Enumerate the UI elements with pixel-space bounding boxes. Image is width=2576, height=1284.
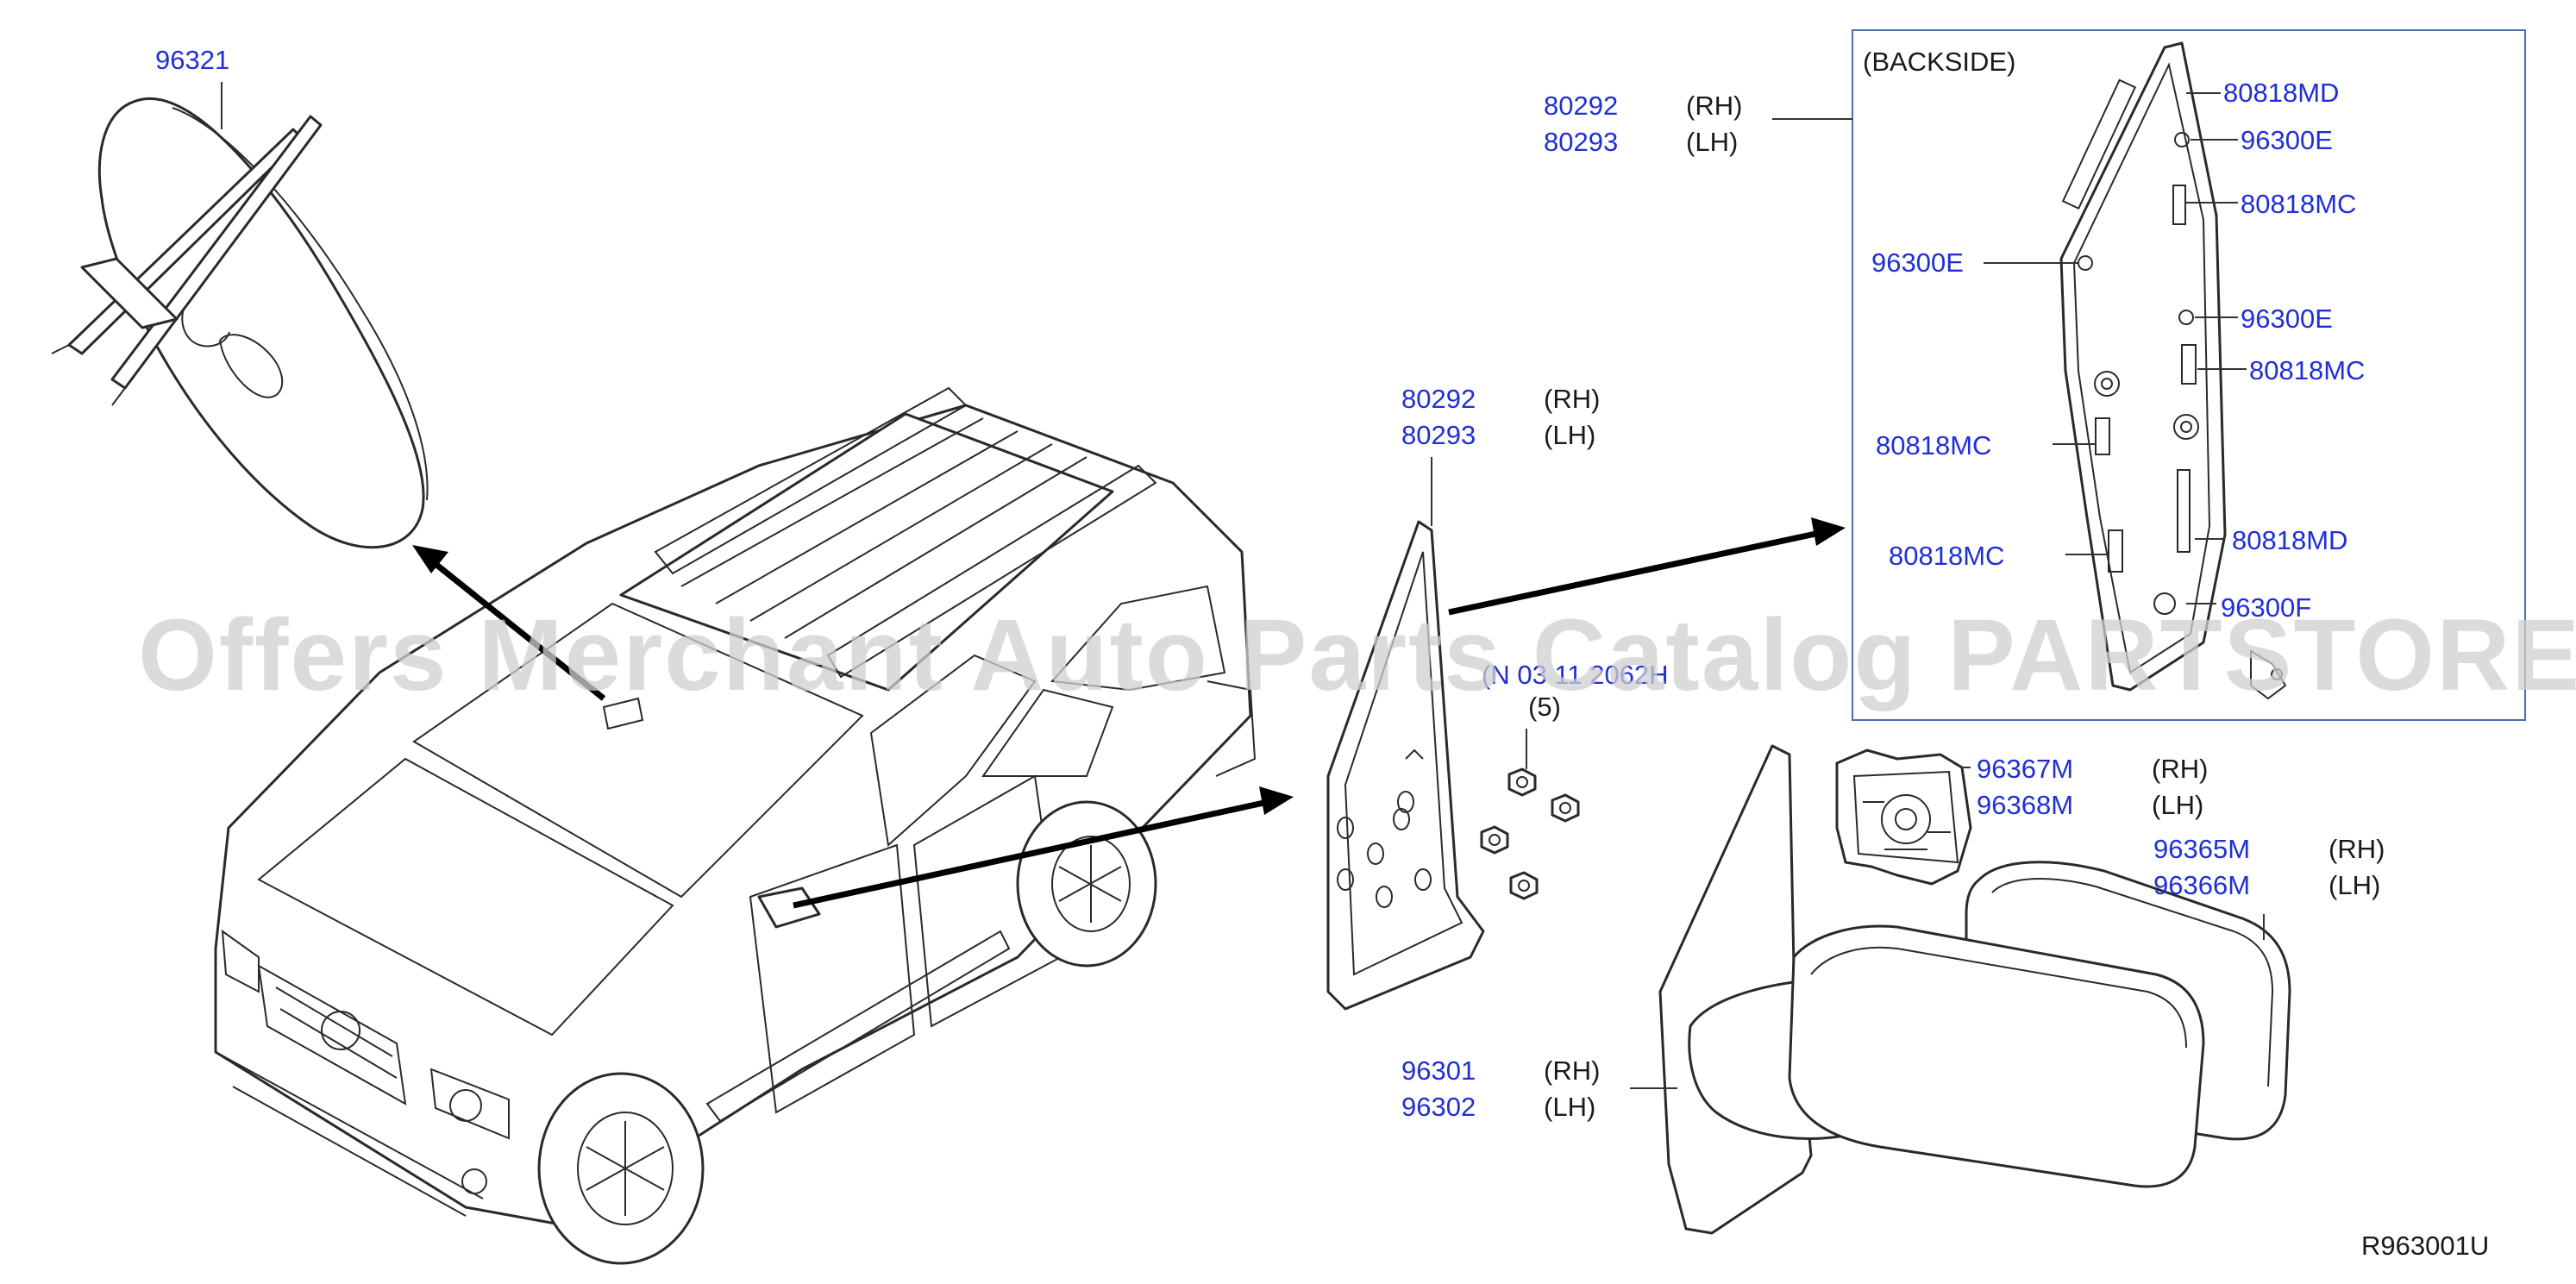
label-lh-mirror: (LH) bbox=[1544, 1092, 1595, 1122]
qty-label: (5) bbox=[1528, 692, 1561, 722]
label-80293-top: 80293 bbox=[1544, 127, 1618, 157]
label-lh-mid: (LH) bbox=[1544, 420, 1595, 450]
interior-mirror-96321 bbox=[51, 97, 429, 549]
label-80293-mid: 80293 bbox=[1401, 420, 1476, 450]
label-80292-top: 80292 bbox=[1544, 91, 1618, 121]
label-lh-top: (LH) bbox=[1686, 127, 1738, 157]
backside-label: (BACKSIDE) bbox=[1863, 47, 2015, 77]
label-80818mc-2: 80818MC bbox=[2249, 355, 2365, 385]
watermark: Offers Merchant Auto Parts Catalog PARTS… bbox=[138, 598, 2576, 712]
mirror-bracket-80292 bbox=[1326, 520, 1485, 1011]
backside-detail-box bbox=[1852, 29, 2526, 721]
label-lh-cover: (LH) bbox=[2328, 870, 2380, 900]
label-96300e-1: 96300E bbox=[2241, 125, 2333, 155]
vehicle-illustration bbox=[214, 386, 1257, 1265]
partial-code: (N 03 11 2062H bbox=[1482, 660, 1669, 690]
label-rh-top: (RH) bbox=[1686, 91, 1742, 121]
label-96367m: 96367M bbox=[1977, 754, 2073, 784]
label-80292-mid: 80292 bbox=[1401, 384, 1476, 414]
label-96368m: 96368M bbox=[1977, 790, 2073, 820]
nut-set bbox=[1480, 767, 1580, 900]
label-rh-glass: (RH) bbox=[2152, 754, 2208, 784]
label-96302: 96302 bbox=[1401, 1092, 1476, 1122]
label-rh-mid: (RH) bbox=[1544, 384, 1600, 414]
label-rh-mirror: (RH) bbox=[1544, 1055, 1600, 1086]
label-lh-glass: (LH) bbox=[2152, 790, 2203, 820]
pointer-arrows bbox=[412, 517, 1846, 909]
outside-mirror-96301 bbox=[1658, 744, 2205, 1235]
label-96366m: 96366M bbox=[2153, 870, 2250, 900]
label-rh-cover: (RH) bbox=[2328, 834, 2385, 864]
mirror-glass-96367m bbox=[1835, 748, 1972, 886]
label-96300e-2: 96300E bbox=[1871, 247, 1964, 278]
label-96365m: 96365M bbox=[2153, 834, 2250, 864]
label-80818md-2: 80818MD bbox=[2232, 525, 2347, 555]
label-96321: 96321 bbox=[155, 45, 229, 75]
label-80818md-1: 80818MD bbox=[2223, 78, 2339, 108]
label-80818mc-3: 80818MC bbox=[1876, 430, 1991, 460]
backside-panel bbox=[2059, 41, 2287, 700]
label-80818mc-4: 80818MC bbox=[1889, 541, 2004, 571]
label-96301: 96301 bbox=[1401, 1055, 1476, 1086]
label-96300f: 96300F bbox=[2221, 592, 2311, 623]
label-96300e-3: 96300E bbox=[2241, 304, 2333, 334]
label-80818mc-1: 80818MC bbox=[2241, 189, 2356, 219]
drawing-id: R963001U bbox=[2361, 1231, 2489, 1261]
